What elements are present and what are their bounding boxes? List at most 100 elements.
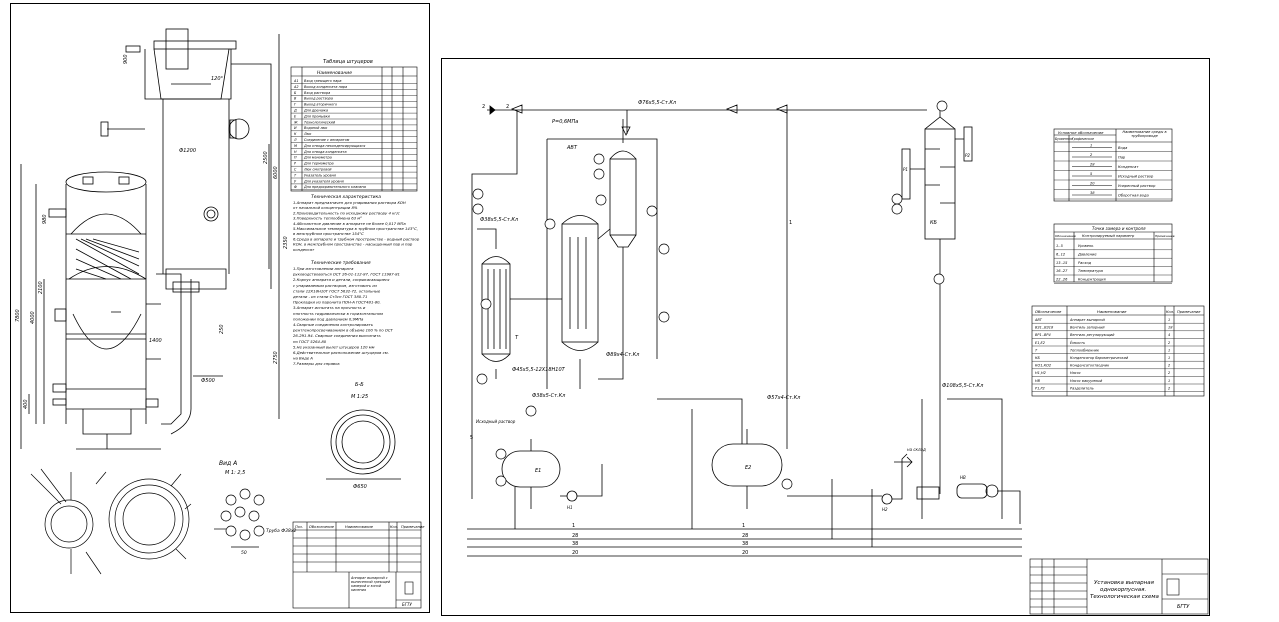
vacuum-pump-label: НВ	[960, 475, 966, 480]
nozzle-table-title: Таблица штуцеров	[323, 59, 373, 65]
legend-name: Вода	[1118, 146, 1127, 150]
nozzle-code: У	[294, 179, 297, 183]
legend-name: Конденсат	[1118, 165, 1139, 169]
nozzle-name: Для дренажа	[303, 109, 328, 113]
nozzle-code: А2	[293, 85, 298, 89]
tech-req-line: с упариваемым раствором, изготовить из	[293, 283, 377, 288]
bus-label-1-b: 1	[742, 523, 745, 529]
nozzle-name: Для предохранительного клапана	[303, 185, 366, 189]
tech-req-line: 7.Размеры для справок	[293, 361, 340, 366]
tech-req-line: 1.При изготовлении аппарата	[293, 266, 354, 271]
nozzle-name: Указатель уровня	[304, 173, 336, 177]
control-code: 1..5	[1056, 244, 1064, 248]
nozzle-code: Л	[293, 138, 297, 142]
equipment-qty: 1	[1168, 318, 1170, 322]
equipment-name: Конденсатор барометрический	[1070, 356, 1129, 360]
control-header-3: Примечание	[1155, 234, 1175, 238]
legend-header-1: Условное обозначение	[1058, 130, 1104, 135]
tech-char-line: от начальной концентрации 8%	[293, 205, 358, 210]
equipment-qty: 2	[1168, 364, 1171, 368]
nozzle-code: Б	[294, 91, 297, 95]
pump-n1-label: Н1	[567, 505, 573, 510]
equipment-name: Ёмкость	[1070, 340, 1085, 345]
tech-char-text: 1.Аппарат предназначен для упаривания ра…	[293, 200, 420, 252]
dim-1400: 1400	[149, 338, 162, 344]
nozzle-name: Технологический	[304, 120, 336, 124]
dim-d1200: Ф1200	[179, 148, 196, 154]
bus-label-1-a: 1	[572, 523, 575, 529]
nozzle-code: Р	[294, 162, 297, 166]
control-code: 16..27	[1056, 269, 1068, 273]
view-a-scale: М 1: 2,5	[225, 470, 245, 476]
equipment-qty: 1	[1168, 348, 1170, 352]
equipment-code: Р1,Р2	[1035, 386, 1046, 390]
nozzle-code: Ж	[293, 120, 298, 124]
equipment-col-designation: Обозначение	[1035, 309, 1062, 314]
bus-label-20-b: 20	[742, 550, 748, 556]
legend-code: 1	[1090, 144, 1092, 148]
legend-code: 2	[1090, 153, 1093, 157]
tech-req-line: руководствоваться ОСТ 26-01-112-87, ГОСТ…	[292, 272, 400, 277]
dim-2350: 2350	[283, 236, 289, 249]
nozzle-name: Для указателя уровня	[303, 179, 344, 183]
dim-2100: 2100	[38, 281, 44, 294]
nozzle-code: В	[294, 97, 297, 101]
nozzle-name: Выход раствора	[304, 97, 333, 101]
equipment-name: Аппарат выпарной	[1069, 318, 1106, 322]
pipe-label-1: Ф76х5,5-Ст.Кл	[638, 100, 677, 106]
pipe-label-3: Ф45х5,5-12Х18Н10Т	[512, 367, 566, 373]
dim-7800: 7800	[15, 309, 21, 322]
tech-char-line: 2.Производительность по исходному раство…	[293, 210, 401, 215]
line-code-2-left: 2	[506, 104, 509, 110]
tech-char-line: 6.Среда в аппарате и трубном пространств…	[293, 236, 420, 241]
nozzle-code: И	[294, 126, 297, 130]
equipment-code: Е1,Е2	[1035, 341, 1046, 345]
equipment-col-note: Примечание	[1177, 310, 1201, 314]
legend-sub-2: Графическое	[1072, 137, 1094, 141]
equipment-qty: 2	[1168, 341, 1171, 345]
stamp-title-line-1: Установка выпарная	[1094, 580, 1155, 586]
section-scale: М 1:25	[351, 394, 368, 400]
tech-req-line: стали 12Х18Н10Т ГОСТ 5632-72, остальные	[293, 288, 381, 293]
stamp-title-line-3: Технологическая схема	[1090, 594, 1160, 600]
nozzle-code: К	[294, 132, 297, 136]
tech-req-line: 2.Корпус аппарата и детали, соприкасающи…	[293, 277, 390, 282]
nozzle-code: П	[294, 156, 297, 160]
tech-req-line: 5.Не указанный вылет штуцеров 120 мм	[293, 344, 375, 349]
control-param: Давление	[1077, 252, 1097, 256]
tech-req-line: рентгенопросвечиванием в объеме 100 % по…	[292, 328, 394, 333]
equipment-code: АВТ	[1034, 318, 1043, 322]
nozzle-table-header: Наименование	[317, 70, 352, 76]
dim-900: 900	[123, 54, 129, 64]
pipe-label-4: Ф57х4-Ст.Кл	[767, 395, 801, 401]
spec-col-note: Примечание	[401, 525, 425, 529]
legend-code: 28	[1090, 163, 1095, 167]
equipment-code: Т	[1035, 348, 1038, 352]
equipment-name: Конденсатоотводчик	[1070, 364, 1110, 368]
to-plant-label: на склад	[907, 447, 926, 452]
equipment-name: Вентиль регулирующий	[1070, 333, 1115, 337]
nozzle-code: Д	[293, 109, 297, 113]
control-header-1: Обозначение	[1055, 234, 1076, 238]
equipment-code: НВ	[1035, 379, 1041, 383]
nozzle-code: Т	[294, 173, 297, 177]
pump-n2-label: Н2	[882, 507, 888, 512]
dim-d500: Ф500	[201, 378, 215, 384]
equipment-code: КБ	[1035, 356, 1040, 360]
equipment-name: Разделитель	[1070, 386, 1094, 390]
vessel-e2-label: Е2	[745, 465, 751, 471]
legend-sub-1: Буквенное	[1055, 137, 1073, 141]
equipment-qty: 1	[1168, 356, 1170, 360]
equipment-code: Н1,Н2	[1035, 371, 1047, 375]
nozzle-code: Г	[294, 103, 297, 107]
pipe-label-7: Ф38х5-Ст.Кл	[532, 393, 566, 399]
equipment-name: Насос вакуумный	[1070, 379, 1103, 383]
tech-req-line: плотность гидравлически в горизонтальном	[293, 311, 383, 316]
legend-name: Пар	[1118, 156, 1126, 160]
legend-header-2: Наименование среды в трубопроводе	[1122, 130, 1167, 139]
tech-req-line: положении под давлением 0,9МПа	[293, 316, 364, 321]
tech-req-line: 6.Действительное расположение штуцеров с…	[293, 350, 389, 355]
